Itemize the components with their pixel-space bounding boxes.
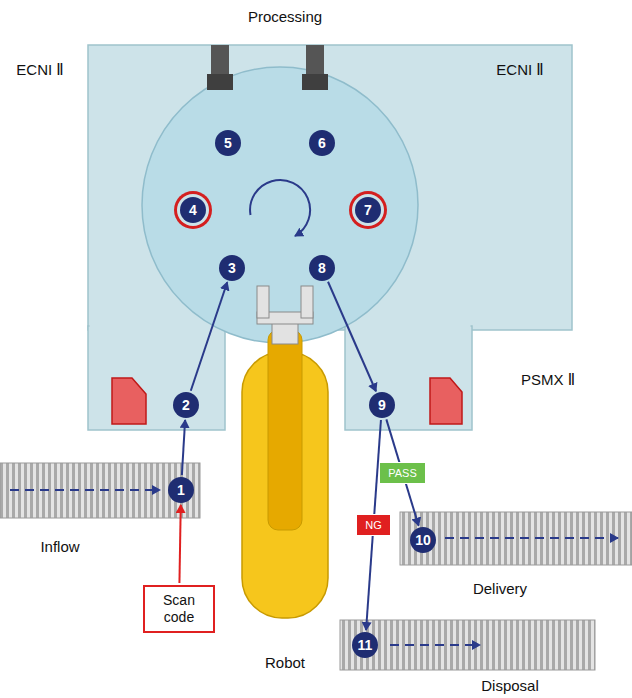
sensor <box>112 378 146 424</box>
step-number: 9 <box>378 397 386 413</box>
step-circle: 10 <box>410 527 436 553</box>
step-number: 3 <box>228 260 236 276</box>
step-circle: 8 <box>309 255 335 281</box>
step-circle: 5 <box>215 130 241 156</box>
inflow-conveyor <box>0 463 200 518</box>
step-circle: 1 <box>168 477 194 503</box>
disposal-conveyor <box>340 620 595 670</box>
result-tag: NG <box>356 514 391 536</box>
caption-label: Inflow <box>40 538 79 555</box>
step-circle: 6 <box>309 130 335 156</box>
robot-gripper <box>301 286 313 318</box>
caption-label: Disposal <box>481 677 539 694</box>
box-text: Scan code <box>163 592 195 625</box>
caption-label: ECNI Ⅱ <box>16 61 63 79</box>
flow-connector <box>191 282 227 391</box>
step-number: 11 <box>358 637 373 653</box>
outfeed-panel <box>345 326 472 430</box>
flow-connector <box>328 282 376 392</box>
caption-label: ECNI Ⅱ <box>496 61 543 79</box>
flow-connector <box>179 505 180 583</box>
step-number: 8 <box>318 260 326 276</box>
rotary-table <box>142 67 418 343</box>
result-tag: PASS <box>379 462 426 484</box>
rotation-arrow <box>250 180 310 236</box>
flow-arrow <box>10 489 160 491</box>
step-circle: 3 <box>219 255 245 281</box>
step-number: 7 <box>364 202 372 218</box>
robot-gripper <box>272 322 298 344</box>
processing-head <box>207 74 233 90</box>
flow-connector <box>182 420 185 475</box>
robot-gripper <box>257 286 269 318</box>
step-number: 2 <box>182 397 190 413</box>
scan-box: Scan code <box>143 585 215 633</box>
step-circle: 4 <box>180 197 206 223</box>
caption-label: PSMX Ⅱ <box>521 371 575 389</box>
caption-label: Processing <box>248 8 322 25</box>
step-circle: 9 <box>369 392 395 418</box>
robot-arm <box>268 330 302 530</box>
delivery-conveyor <box>400 512 632 565</box>
step-circle: 2 <box>173 392 199 418</box>
processing-head <box>302 74 328 90</box>
caption-label: Robot <box>265 654 305 671</box>
infeed-panel <box>88 326 225 430</box>
step-number: 6 <box>318 135 326 151</box>
flow-arrow <box>390 644 480 646</box>
step-number: 10 <box>415 532 431 548</box>
step-circle: 7 <box>355 197 381 223</box>
sensor <box>430 378 462 424</box>
step-number: 4 <box>189 202 197 218</box>
step-number: 5 <box>224 135 232 151</box>
flow-arrow <box>445 537 618 539</box>
caption-label: Delivery <box>473 580 527 597</box>
step-circle: 11 <box>352 632 378 658</box>
step-number: 1 <box>177 482 185 498</box>
